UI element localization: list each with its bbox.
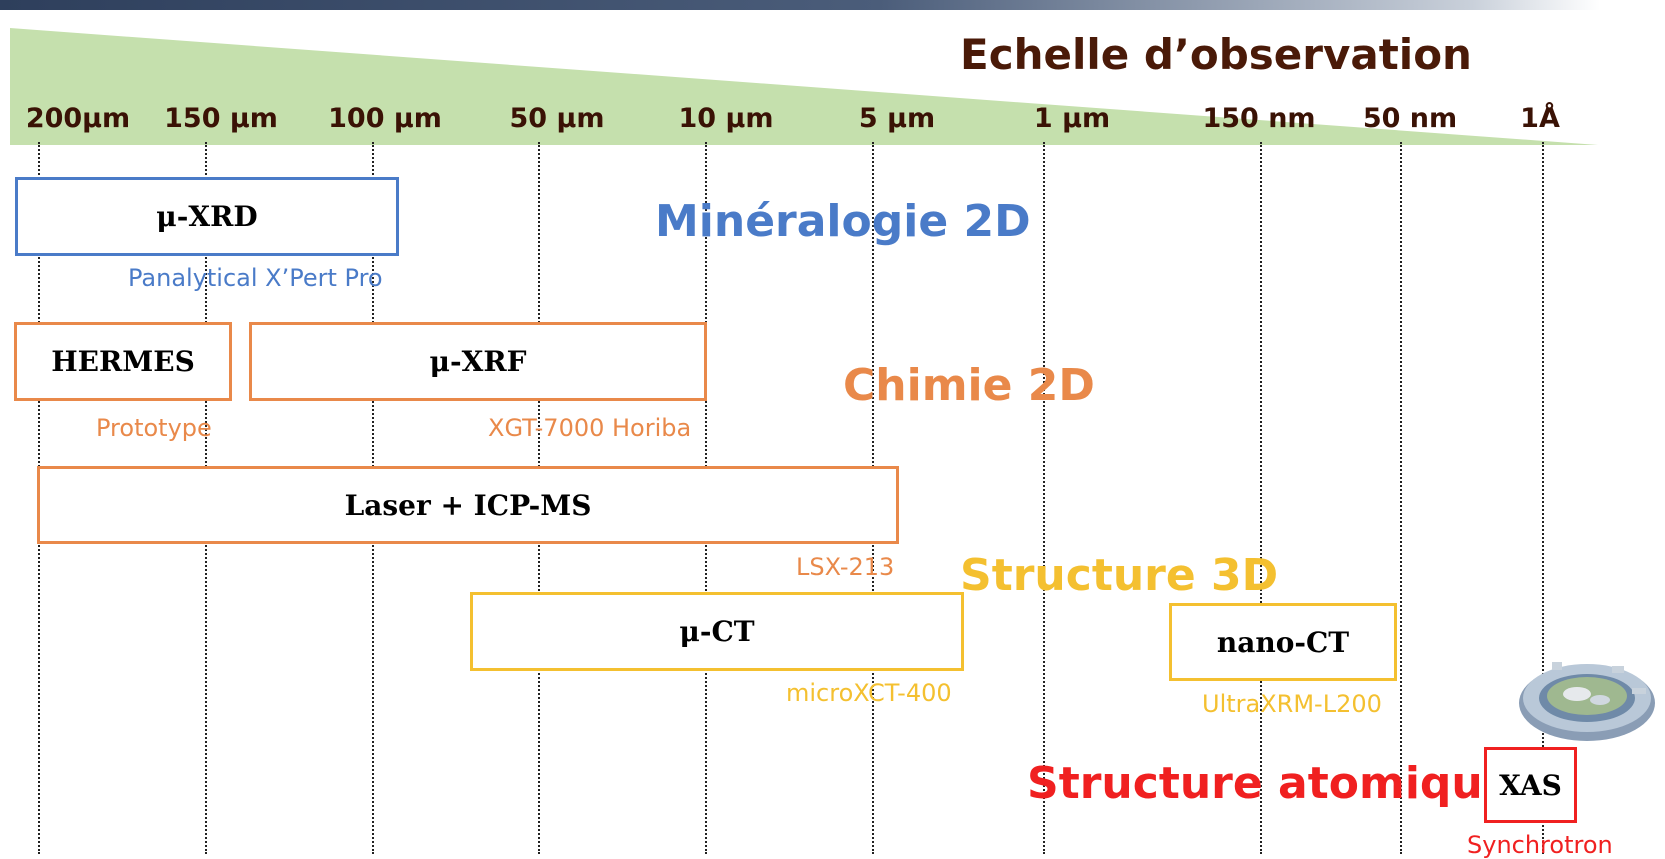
nanoct-box: nano-CT — [1169, 603, 1397, 681]
scale-gridline — [1043, 142, 1045, 854]
top-gradient-bar — [0, 0, 1600, 10]
scale-label-5um: 5 μm — [858, 103, 936, 134]
scale-label-200um: 200μm — [25, 103, 131, 134]
category-atomic: Structure atomique — [1027, 758, 1513, 809]
scale-label-150um: 150 μm — [164, 103, 278, 134]
scale-label-50um: 50 μm — [509, 103, 605, 134]
scale-label-150nm: 150 nm — [1202, 103, 1316, 134]
uxrf-instrument: XGT-7000 Horiba — [488, 414, 692, 442]
laser-icpms-instrument: LSX-213 — [796, 553, 895, 581]
scale-gridline — [1400, 142, 1402, 854]
category-structure3d: Structure 3D — [960, 550, 1279, 601]
category-mineralogy: Minéralogie 2D — [655, 196, 1031, 247]
uct-box: μ-CT — [470, 592, 964, 671]
scale-wedge — [10, 28, 1598, 145]
uct-instrument: microXCT-400 — [786, 679, 952, 707]
uxrd-instrument: Panalytical X’Pert Pro — [128, 264, 383, 292]
xas-instrument: Synchrotron — [1467, 831, 1613, 859]
nanoct-instrument: UltraXRM-L200 — [1202, 690, 1382, 718]
hermes-box: HERMES — [14, 322, 232, 401]
scale-gridline — [1260, 142, 1262, 854]
laser-icpms-box: Laser + ICP-MS — [37, 466, 899, 544]
uxrd-box: μ-XRD — [15, 177, 399, 256]
category-chemistry: Chimie 2D — [843, 360, 1095, 411]
scale-label-100um: 100 μm — [328, 103, 442, 134]
scale-label-10um: 10 μm — [678, 103, 774, 134]
xas-box: XAS — [1484, 747, 1577, 823]
scale-gridline — [1542, 142, 1544, 854]
diagram-title: Echelle d’observation — [960, 30, 1472, 79]
scale-label-1um: 1 μm — [1033, 103, 1111, 134]
synchrotron-icon — [1519, 662, 1655, 741]
scale-label-1A: 1Å — [1520, 103, 1560, 134]
hermes-instrument: Prototype — [96, 414, 212, 442]
scale-label-50nm: 50 nm — [1362, 103, 1458, 134]
uxrf-box: μ-XRF — [249, 322, 707, 401]
